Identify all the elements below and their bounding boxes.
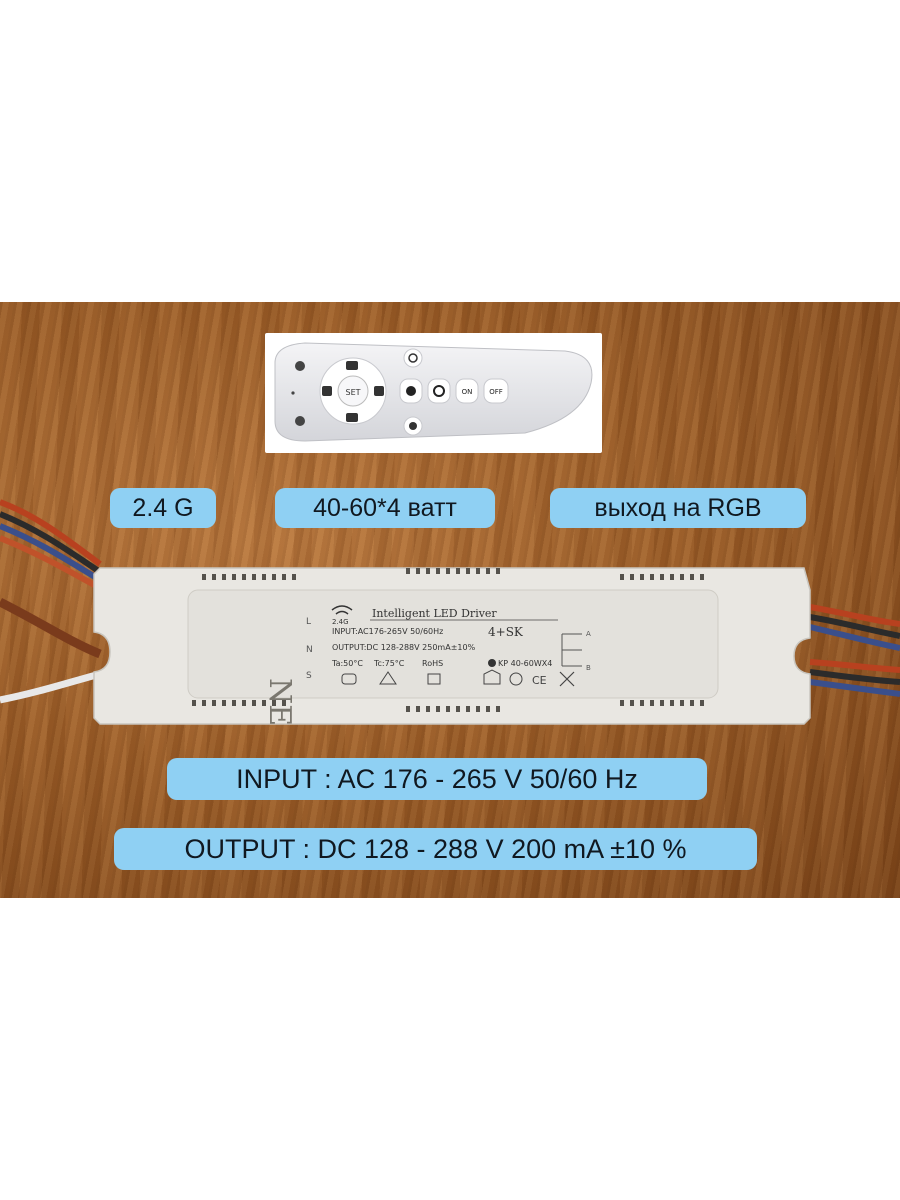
wifi-icon [331,605,353,611]
remote-control: SET ON OFF [274,342,593,442]
driver-output: OUTPUT:DC 128-288V 250mA±10% [332,643,476,652]
power-icon [295,361,305,371]
driver-title: Intelligent LED Driver [372,607,497,620]
double-insulation-icon [427,673,441,685]
recycle-icon [509,672,523,686]
terminal-a: A [586,630,591,638]
driver-model: 4+SK [488,625,524,639]
left-icon [322,386,332,396]
output-wiring-diagram [561,633,582,667]
terminal-b: B [586,664,591,672]
ce-mark: CE [532,674,547,687]
sun-icon [408,353,418,363]
class-icon [341,673,357,685]
driver-part: KP 40-60WX4 [498,659,552,668]
on-button-label: ON [462,388,473,396]
driver-rohs: RoHS [422,659,443,668]
label-input-spec: INPUT : AC 176 - 265 V 50/60 Hz [167,758,707,800]
up-icon [346,361,358,370]
weee-bin-icon [559,671,575,687]
sun-dim-icon [409,422,417,430]
terminal-n: N [306,645,313,655]
terminal-s: S [306,671,312,681]
mode-icon [433,385,445,397]
label-power: 40-60*4 ватт [275,488,495,528]
vent-holes [192,568,704,712]
warning-icon [379,671,397,685]
driver-ta: Ta:50°C [331,659,363,668]
driver-input: INPUT:AC176-265V 50/60Hz [332,627,443,636]
remote-control-photo: SET ON OFF [265,333,602,453]
wifi-band: 2.4G [332,618,349,626]
new-badge: NEW [262,678,297,726]
right-icon [374,386,384,396]
kp-logo-icon [488,659,496,667]
timer-icon [295,416,305,426]
indoor-icon [483,669,501,685]
set-button-label: SET [345,388,360,397]
label-wireless: 2.4 G [110,488,216,528]
driver-tc: Tc:75°C [373,659,405,668]
terminal-l: L [306,617,311,627]
off-button-label: OFF [489,388,503,396]
down-icon [346,413,358,422]
led-driver: NEW L N S 2.4G Intelligent LED Driver IN… [93,567,811,757]
led-driver-photo: NEW L N S 2.4G Intelligent LED Driver IN… [92,560,812,757]
label-rgb-output: выход на RGB [550,488,806,528]
color-temp-icon [406,386,416,396]
label-output-spec: OUTPUT : DC 128 - 288 V 200 mA ±10 % [114,828,757,870]
cable-wires [0,499,900,704]
